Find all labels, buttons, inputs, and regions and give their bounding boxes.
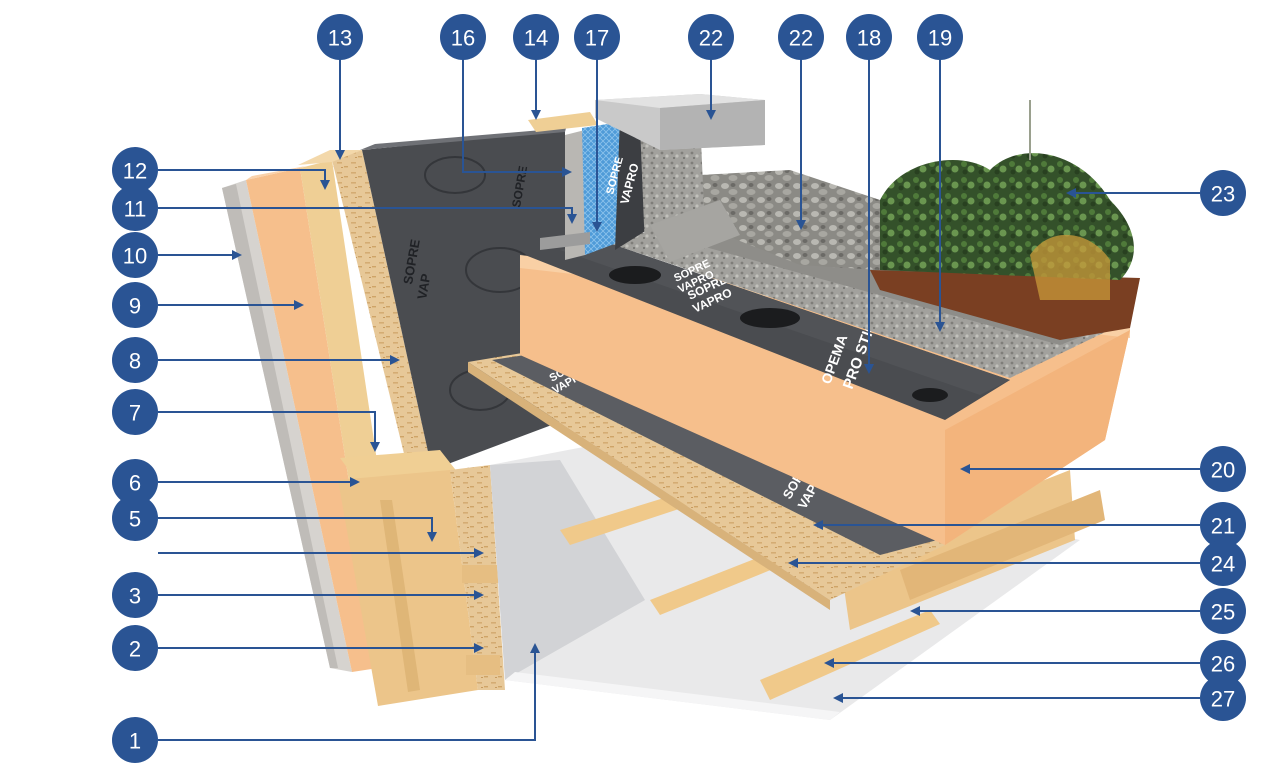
- leader-1: [158, 643, 540, 741]
- callout-22b: 22: [778, 14, 824, 60]
- gravel-protection-layer: [600, 230, 1130, 378]
- callout-number: 13: [328, 26, 352, 51]
- callout-number: 23: [1211, 182, 1235, 207]
- parapet-timber-cap: [528, 112, 598, 132]
- leader-lines: [158, 58, 1200, 741]
- callout-number: 1: [129, 729, 141, 754]
- callout-24: 24: [1200, 540, 1246, 586]
- callout-number: 16: [451, 26, 475, 51]
- leader-16: [462, 58, 572, 177]
- callout-20: 20: [1200, 446, 1246, 492]
- callout-number: 19: [928, 26, 952, 51]
- leader-7: [158, 411, 380, 452]
- callout-23: 23: [1200, 170, 1246, 216]
- callout-number: 27: [1211, 687, 1235, 712]
- callout-27: 27: [1200, 675, 1246, 721]
- metal-coping-front: [660, 100, 765, 150]
- wall-brand-vap: VAP: [414, 272, 433, 300]
- callout-number: 3: [129, 584, 141, 609]
- rafter-2: [900, 490, 1105, 600]
- green-roof-flowers: [1030, 234, 1110, 300]
- callout-13: 13: [317, 14, 363, 60]
- callout-14: 14: [513, 14, 559, 60]
- osb-wall-top: [298, 150, 362, 165]
- callout-number: 25: [1211, 600, 1235, 625]
- callout-25: 25: [1200, 588, 1246, 634]
- callout-number: 22: [699, 26, 723, 51]
- callout-2: 2: [112, 625, 158, 671]
- callout-number: 2: [129, 637, 141, 662]
- callout-12: 12: [112, 147, 158, 193]
- callout-number: 20: [1211, 458, 1235, 483]
- roof-waterproofing-membrane: [525, 240, 1010, 420]
- callout-19: 19: [917, 14, 963, 60]
- callout-22a: 22: [688, 14, 734, 60]
- wood-fibre-insulation: [246, 168, 378, 672]
- callout-7: 7: [112, 389, 158, 435]
- callout-18: 18: [846, 14, 892, 60]
- leader-5: [158, 517, 437, 542]
- callout-10: 10: [112, 232, 158, 278]
- callout-26: 26: [1200, 640, 1246, 686]
- leader-12: [158, 169, 330, 190]
- callout-number: 9: [129, 294, 141, 319]
- callout-number: 5: [129, 507, 141, 532]
- callout-16: 16: [440, 14, 486, 60]
- callout-number: 21: [1211, 514, 1235, 539]
- ceiling-batten-3: [760, 610, 940, 700]
- callout-11: 11: [112, 185, 158, 231]
- upstand-slope: [650, 200, 740, 262]
- callout-3: 3: [112, 572, 158, 618]
- callout-number: 10: [123, 244, 147, 269]
- roof-insulation-side: [945, 330, 1130, 545]
- osb-wall-board: [332, 150, 432, 470]
- parapet-upstand-osb: [565, 130, 585, 260]
- roof-vapour-barrier: [492, 352, 945, 555]
- leader-11: [158, 207, 577, 224]
- nog-timber-a: [462, 565, 500, 583]
- callout-8: 8: [112, 337, 158, 383]
- nog-timber-b: [466, 655, 500, 675]
- roof-osb-deck: [468, 350, 945, 600]
- stone-ballast: [700, 170, 880, 270]
- drip-profile: [540, 232, 590, 250]
- callout-6: 6: [112, 459, 158, 505]
- elephant-logo-icon: [609, 266, 948, 402]
- callout-number: 11: [124, 197, 147, 222]
- callout-number: 24: [1211, 552, 1235, 577]
- callout-number: 17: [585, 26, 609, 51]
- metal-coping-top: [595, 94, 765, 108]
- callout-number: 6: [129, 471, 141, 496]
- callout-1: 1: [112, 717, 158, 763]
- callout-number: 18: [857, 26, 881, 51]
- callout-number: 26: [1211, 652, 1235, 677]
- callout-number: 14: [524, 26, 548, 51]
- ceiling-batten-1: [560, 490, 700, 545]
- callout-9: 9: [112, 282, 158, 328]
- callout-number: 7: [129, 401, 141, 426]
- callout-21: 21: [1200, 502, 1246, 548]
- callout-number: 22: [789, 26, 813, 51]
- ceiling-plasterboard-shade: [490, 460, 645, 680]
- roof-osb-deck-edge: [468, 362, 830, 610]
- callout-5: 5: [112, 495, 158, 541]
- ceiling-board-edge: [505, 672, 840, 720]
- callout-17: 17: [574, 14, 620, 60]
- callout-number: 8: [129, 349, 141, 374]
- upstand-blue-mesh: [582, 122, 625, 255]
- callout-number: 12: [123, 159, 147, 184]
